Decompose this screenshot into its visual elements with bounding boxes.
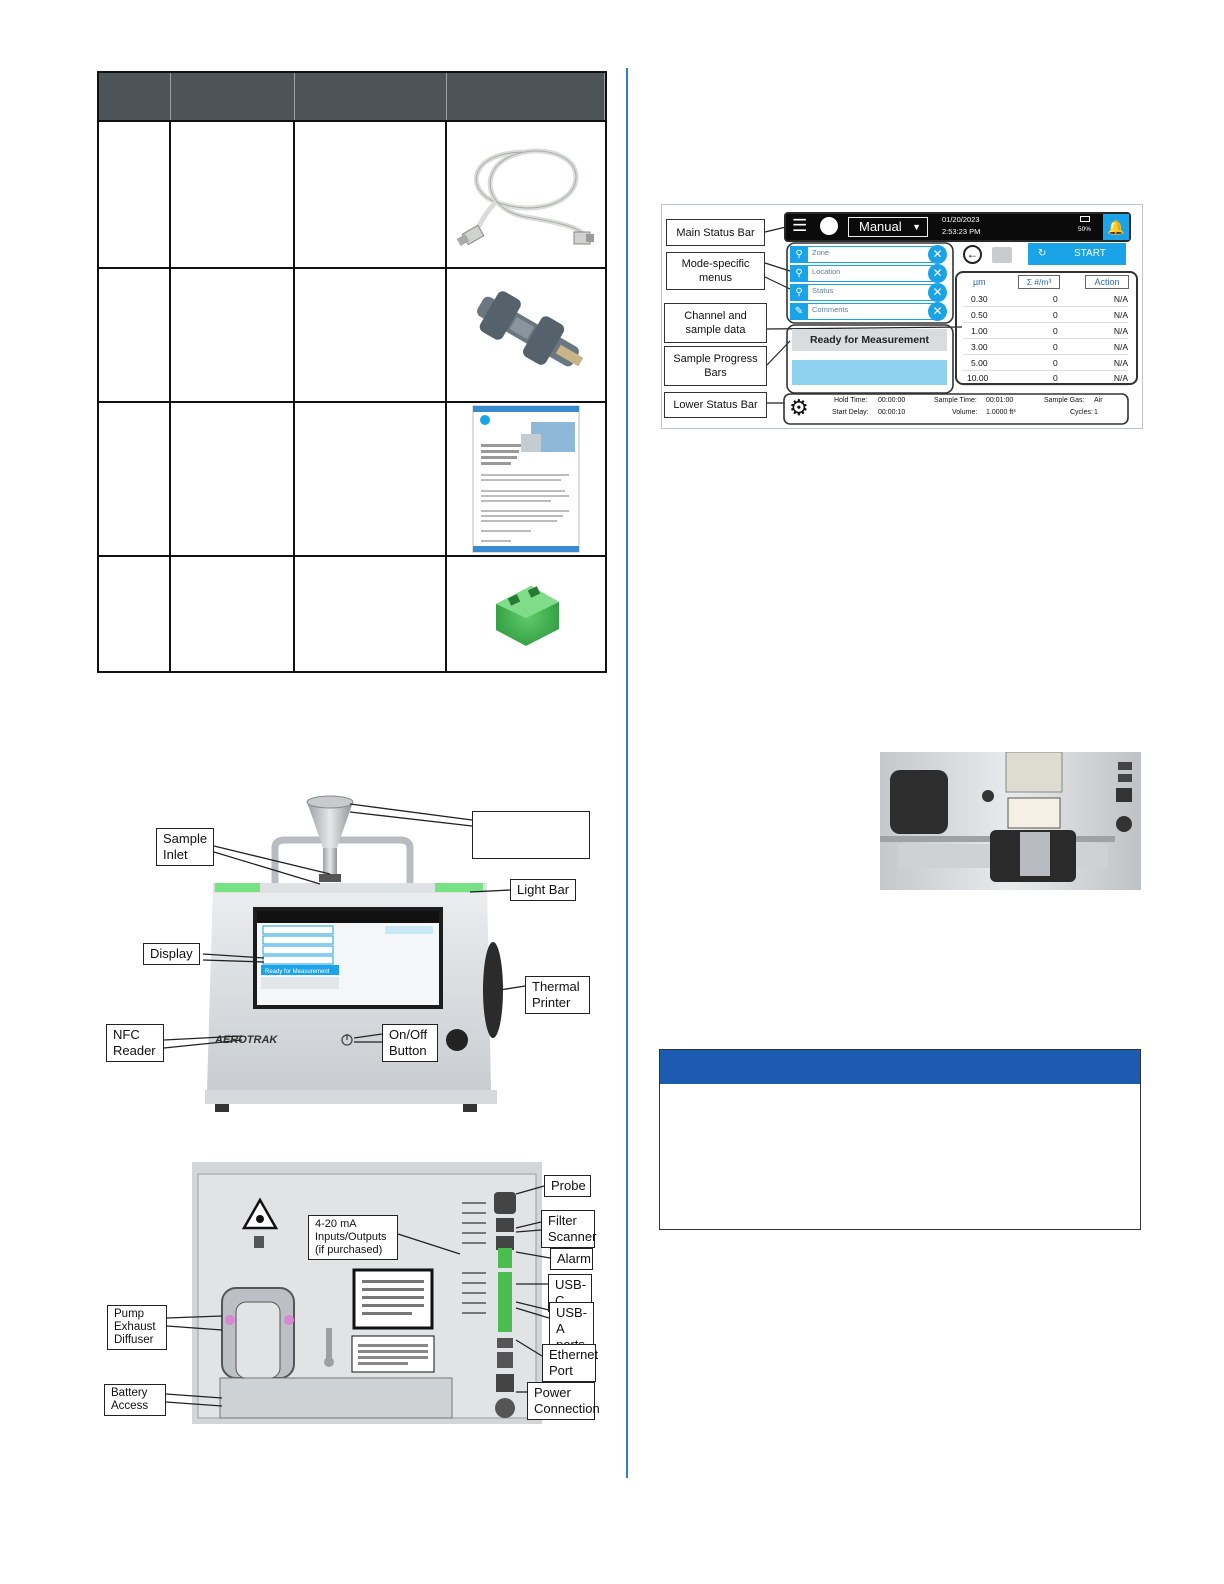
table-cell — [99, 401, 171, 555]
start-button[interactable]: ↻ START — [1028, 243, 1126, 265]
table-header-cell — [295, 73, 447, 120]
sample-progress-bars-label: Sample Progress Bars — [664, 346, 767, 386]
accessories-table — [97, 71, 607, 673]
battery-compartment-photo — [880, 751, 1141, 890]
header-action: Action — [1085, 275, 1129, 289]
instrument-rear-photo — [192, 1162, 542, 1424]
header-size: µm — [973, 277, 986, 287]
back-arrow-icon[interactable]: ← — [963, 245, 982, 264]
table-cell — [295, 555, 447, 671]
table-cell — [171, 120, 295, 267]
table-cell — [295, 120, 447, 267]
filter-scanner-callout: Filter Scanner — [541, 1210, 596, 1248]
hamburger-menu-icon[interactable]: ☰ — [792, 216, 808, 235]
table-header-cell — [99, 73, 171, 120]
table-cell — [171, 401, 295, 555]
caution-box — [659, 1049, 1141, 1230]
table-cell — [99, 267, 171, 401]
tsi-logo-icon — [820, 217, 838, 235]
ready-banner: Ready for Measurement — [792, 329, 947, 351]
nfc-reader-callout: NFC Reader — [106, 1024, 164, 1062]
usb-cable-image — [447, 120, 605, 267]
table-header-cell — [171, 73, 295, 120]
battery-percent: 50% — [1078, 226, 1092, 233]
screen-ready-text: Ready for Measurement — [265, 969, 330, 975]
sample-progress-bar — [792, 360, 947, 385]
column-divider — [626, 68, 628, 1478]
blank-callout — [472, 811, 590, 859]
search-icon: ⚲ — [790, 246, 808, 263]
table-cell — [99, 555, 171, 671]
status-menu[interactable]: ⚲ Status ✕ — [790, 283, 947, 302]
table-header-cell — [447, 73, 605, 120]
status-time: 2:53:23 PM — [942, 227, 981, 236]
light-bar-callout: Light Bar — [510, 879, 577, 901]
main-status-bar: ☰ Manual ▼ 01/20/2023 2:53:23 PM 50% 🔔 — [784, 212, 1131, 242]
search-icon: ⚲ — [790, 265, 808, 282]
table-cell — [295, 401, 447, 555]
caret-down-icon: ▼ — [912, 222, 921, 232]
clear-icon[interactable]: ✕ — [928, 264, 947, 283]
sample-inlet-callout: Sample Inlet — [156, 828, 214, 866]
search-icon: ⚲ — [790, 284, 808, 301]
certificate-document-image — [447, 401, 605, 555]
notifications-bell-icon[interactable]: 🔔 — [1103, 214, 1129, 240]
clear-icon[interactable]: ✕ — [928, 283, 947, 302]
comments-menu[interactable]: ✎ Comments ✕ — [790, 302, 947, 321]
pump-exhaust-callout: Pump Exhaust Diffuser — [107, 1305, 167, 1350]
alarm-callout: Alarm — [550, 1248, 593, 1270]
clear-icon[interactable]: ✕ — [928, 302, 947, 321]
terminal-block-image — [447, 555, 605, 671]
battery-icon — [1080, 216, 1090, 222]
clear-icon[interactable]: ✕ — [928, 245, 947, 264]
table-cell — [99, 120, 171, 267]
thermal-printer-callout: Thermal Printer — [525, 976, 590, 1014]
settings-gear-icon[interactable]: ⚙ — [789, 395, 809, 420]
table-cell — [171, 267, 295, 401]
diagram-leader-lines — [764, 226, 1129, 425]
caution-header — [660, 1050, 1140, 1084]
zone-menu[interactable]: ⚲ Zone ✕ — [790, 245, 947, 264]
printer-icon[interactable] — [992, 247, 1012, 263]
display-callout: Display — [143, 943, 200, 965]
table-cell — [295, 267, 447, 401]
inputs-outputs-callout: 4-20 mA Inputs/Outputs (if purchased) — [308, 1215, 398, 1260]
probe-callout: Probe — [544, 1175, 591, 1197]
table-cell — [171, 555, 295, 671]
front-leader-lines — [163, 803, 526, 1049]
mode-dropdown[interactable]: Manual ▼ — [848, 217, 928, 237]
lower-status-bar-label: Lower Status Bar — [664, 392, 767, 418]
rear-leader-lines — [165, 1185, 551, 1407]
header-count: Σ #/m³ — [1018, 275, 1060, 289]
on-off-button-callout: On/Off Button — [382, 1024, 438, 1062]
lower-status-values: Hold Time: 00:00:00 Start Delay: 00:00:1… — [832, 397, 1103, 416]
status-date: 01/20/2023 — [942, 215, 980, 224]
main-status-bar-label: Main Status Bar — [666, 219, 765, 246]
mode-specific-menus-label: Mode-specific menus — [666, 252, 765, 290]
channel-sample-data-label: Channel and sample data — [664, 303, 767, 343]
power-connection-callout: Power Connection — [527, 1382, 600, 1420]
refresh-icon: ↻ — [1038, 248, 1047, 259]
pencil-icon: ✎ — [790, 303, 808, 320]
location-menu[interactable]: ⚲ Location ✕ — [790, 264, 947, 283]
battery-access-callout: Battery Access — [104, 1384, 166, 1416]
status-screen-diagram: Main Status Bar Mode-specific menus Chan… — [661, 204, 1143, 429]
ethernet-port-callout: Ethernet Port — [542, 1344, 598, 1382]
filter-adaptor-image — [447, 267, 605, 401]
